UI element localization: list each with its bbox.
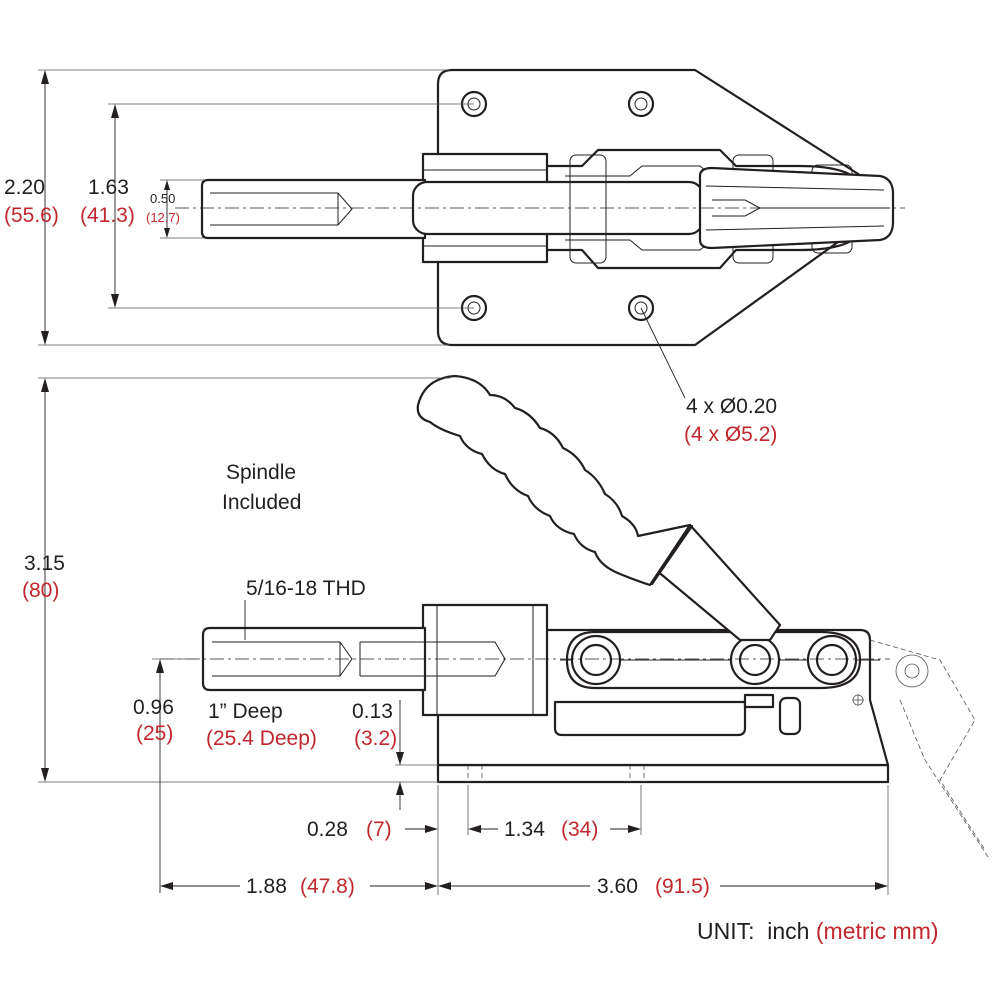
dim-163-in: 1.63: [88, 176, 129, 199]
dim-096-mm: (25): [136, 722, 174, 745]
dim-134-mm: (34): [561, 818, 599, 841]
holes-mm: (4 x Ø5.2): [684, 423, 778, 446]
thread-label: 5/16-18 THD: [246, 577, 366, 600]
dim-188-in: 1.88: [246, 875, 287, 898]
top-view: [38, 68, 905, 399]
unit-metric: (metric mm): [815, 918, 939, 944]
dim-315-mm: (80): [22, 579, 60, 602]
dim-050-in: 0.50: [150, 191, 176, 206]
spindle-note-2: Included: [222, 491, 302, 514]
dim-220-mm: (55.6): [4, 204, 59, 227]
dim-050-mm: (12.7): [146, 210, 180, 225]
unit-label: UNIT:: [697, 918, 755, 944]
handle-grip: [416, 374, 692, 587]
spindle-note-1: Spindle: [226, 461, 297, 484]
dim-013-in: 0.13: [352, 700, 393, 723]
dim-360-in: 3.60: [597, 875, 638, 898]
unit-inch: inch: [767, 918, 810, 944]
holes-in: 4 x Ø0.20: [686, 395, 778, 418]
dim-188-mm: (47.8): [300, 875, 355, 898]
dim-163-mm: (41.3): [80, 204, 135, 227]
dim-134-in: 1.34: [504, 818, 545, 841]
dim-360-mm: (91.5): [655, 875, 710, 898]
side-view: [38, 374, 991, 895]
side-housing: [421, 603, 549, 717]
dim-315-in: 3.15: [24, 552, 65, 575]
dim-096-in: 0.96: [133, 696, 174, 719]
spindle-top: [200, 178, 427, 240]
depth-in: 1” Deep: [208, 700, 283, 723]
dim-013-mm: (3.2): [354, 727, 398, 750]
base-plate-outline: [436, 68, 890, 347]
side-base-plate: [436, 763, 890, 784]
unit-legend: UNIT: inch (metric mm): [697, 920, 939, 943]
depth-mm: (25.4 Deep): [206, 727, 317, 750]
handle-phantom: [869, 639, 991, 861]
dim-028-in: 0.28: [307, 818, 348, 841]
dim-028-mm: (7): [366, 818, 392, 841]
dim-220-in: 2.20: [4, 176, 45, 199]
